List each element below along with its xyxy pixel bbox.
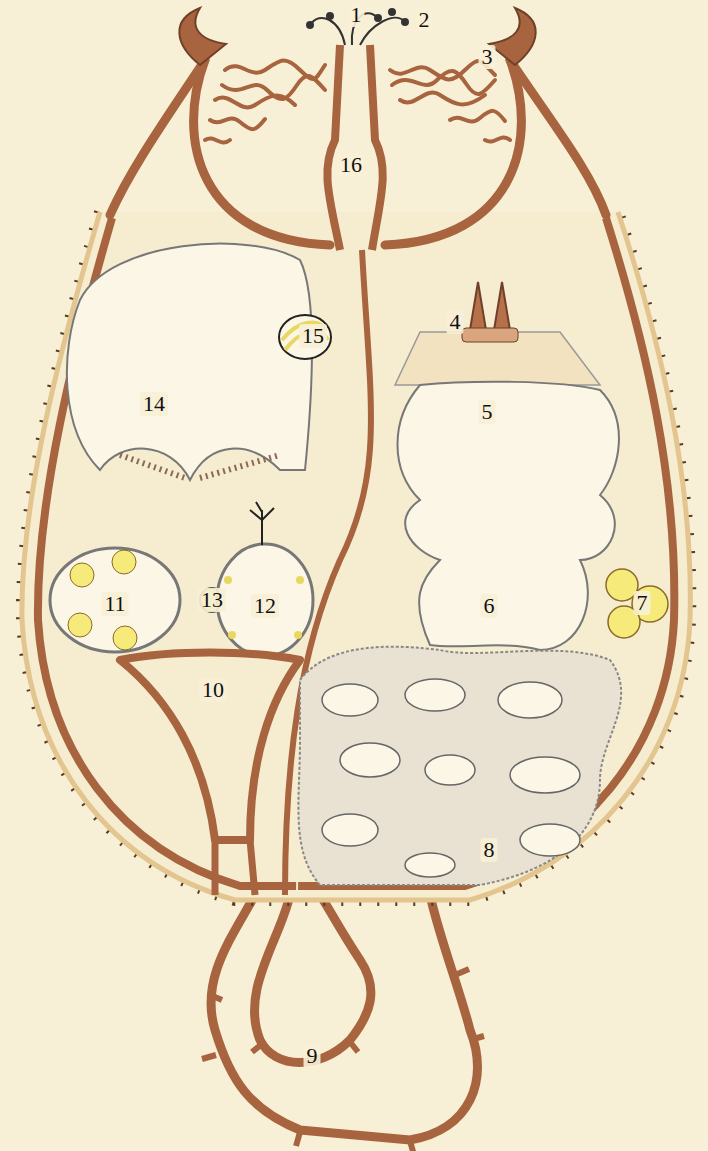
body-cuticle xyxy=(22,212,690,900)
horn-left xyxy=(179,8,226,65)
head-side-right xyxy=(510,60,606,215)
jaws xyxy=(395,282,600,385)
callout-number: 3 xyxy=(479,45,496,69)
body-spikes xyxy=(22,212,690,900)
callout-number: 4 xyxy=(447,310,464,334)
callout-number: 16 xyxy=(337,153,365,177)
stomach xyxy=(398,382,619,650)
callout-number: 8 xyxy=(481,838,498,862)
corona-vessels xyxy=(205,61,510,143)
head xyxy=(110,60,606,245)
foot-outer-loop xyxy=(211,895,478,1140)
ovary xyxy=(50,548,180,652)
head-side-left xyxy=(110,60,205,215)
callout-number: 12 xyxy=(251,594,279,618)
foot xyxy=(202,895,484,1151)
bladder-tubules xyxy=(250,502,274,545)
cloaca xyxy=(120,653,300,841)
ovary-eggs xyxy=(68,550,137,650)
organ-ridges xyxy=(120,455,280,478)
gland xyxy=(298,647,621,885)
callout-number: 2 xyxy=(416,8,433,32)
callout-number: 5 xyxy=(479,400,496,424)
foot-knobs xyxy=(202,969,484,1151)
gland-lobes xyxy=(322,679,580,877)
callout-number: 15 xyxy=(299,324,327,348)
cloaca-exit xyxy=(215,840,255,895)
callout-number: 13 xyxy=(198,588,226,612)
shell xyxy=(279,315,331,359)
eggs xyxy=(606,569,668,638)
callout-number: 7 xyxy=(634,591,651,615)
horn-right xyxy=(489,8,536,65)
organ-sac xyxy=(67,244,312,480)
callout-number: 1 xyxy=(348,3,365,27)
bladder xyxy=(217,544,313,656)
callout-number: 10 xyxy=(199,678,227,702)
callout-number: 9 xyxy=(304,1044,321,1068)
mouth-tube xyxy=(327,45,382,250)
callout-number: 14 xyxy=(140,392,168,416)
head-arm-right xyxy=(385,60,521,245)
callout-number: 6 xyxy=(481,594,498,618)
callout-number: 11 xyxy=(101,592,128,616)
foot-inner-loop xyxy=(254,895,370,1063)
head-arm-left xyxy=(194,60,330,245)
flame-cells xyxy=(224,576,304,639)
